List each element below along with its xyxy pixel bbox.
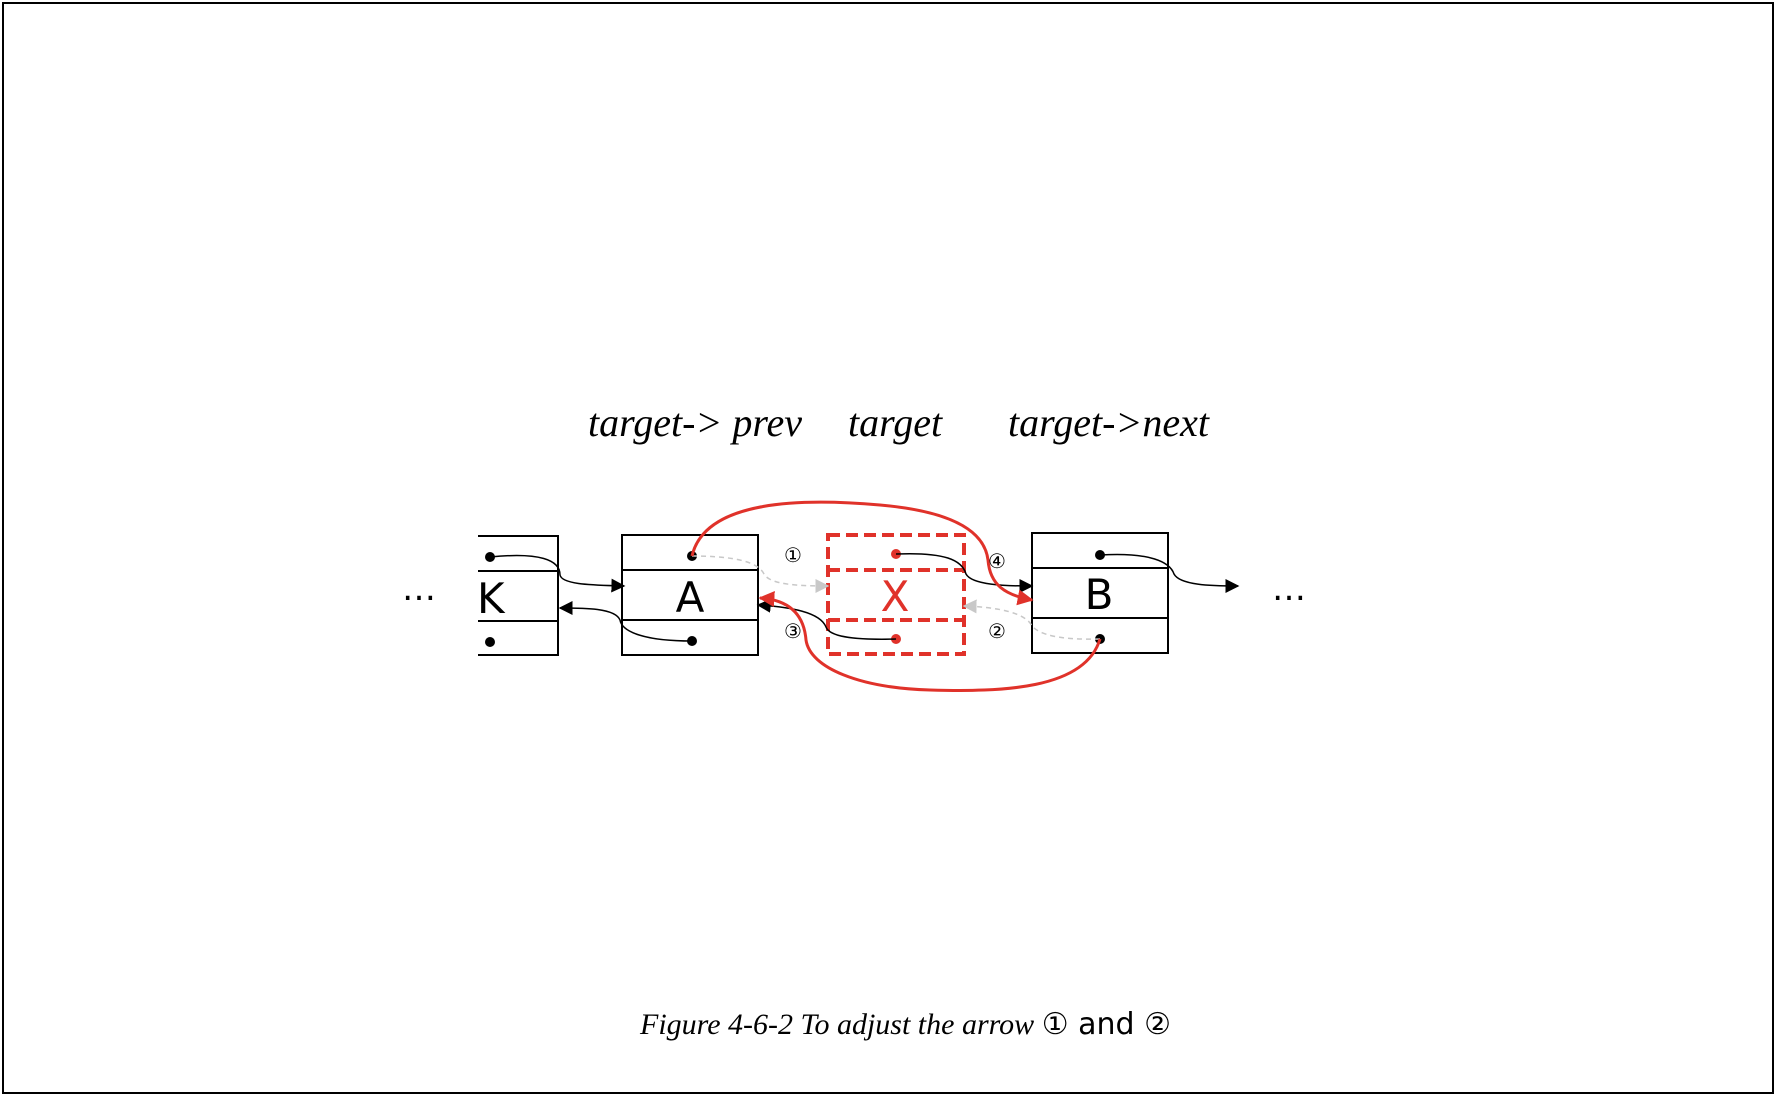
node-x: X xyxy=(826,533,966,656)
node-k: K xyxy=(477,535,559,656)
arrow-a-prev-to-k xyxy=(558,601,693,642)
arrow-old-2-b-to-x xyxy=(962,599,1101,640)
caption-and: and xyxy=(1069,1007,1145,1042)
node-x-value: X xyxy=(881,572,910,621)
node-b: B xyxy=(1031,532,1169,654)
arrow-k-next-to-a xyxy=(489,554,626,593)
node-a-value: A xyxy=(676,573,705,622)
node-k-prev-pointer xyxy=(485,637,495,647)
node-b-value: B xyxy=(1085,570,1114,619)
arrow-b-next-onward xyxy=(1099,553,1240,593)
figure-caption: Figure 4-6-2 To adjust the arrow ① and ② xyxy=(639,1007,1171,1042)
arrow-x-prev-to-a xyxy=(756,598,897,640)
marker-2: ② xyxy=(988,619,1006,643)
node-a: A xyxy=(621,534,759,656)
marker-3: ③ xyxy=(784,619,802,643)
arrow-new-a-next-to-b xyxy=(690,500,1034,606)
label-target-next: target->next xyxy=(1008,400,1210,445)
node-k-value: K xyxy=(477,574,506,623)
marker-4: ④ xyxy=(988,549,1006,573)
arrow-new-b-prev-to-a xyxy=(758,590,1102,692)
caption-circle-1: ① xyxy=(1042,1007,1069,1042)
ellipsis-right: … xyxy=(1272,569,1306,609)
arrow-x-next-to-b xyxy=(895,552,1034,593)
label-target: target xyxy=(848,400,943,445)
marker-1: ① xyxy=(784,543,802,567)
arrow-old-1-a-to-x xyxy=(691,555,830,593)
ellipsis-left: … xyxy=(402,569,436,609)
caption-circle-2: ② xyxy=(1144,1007,1171,1042)
caption-italic: Figure 4-6-2 To adjust the arrow xyxy=(639,1008,1042,1041)
label-target-prev: target-> prev xyxy=(588,400,802,445)
